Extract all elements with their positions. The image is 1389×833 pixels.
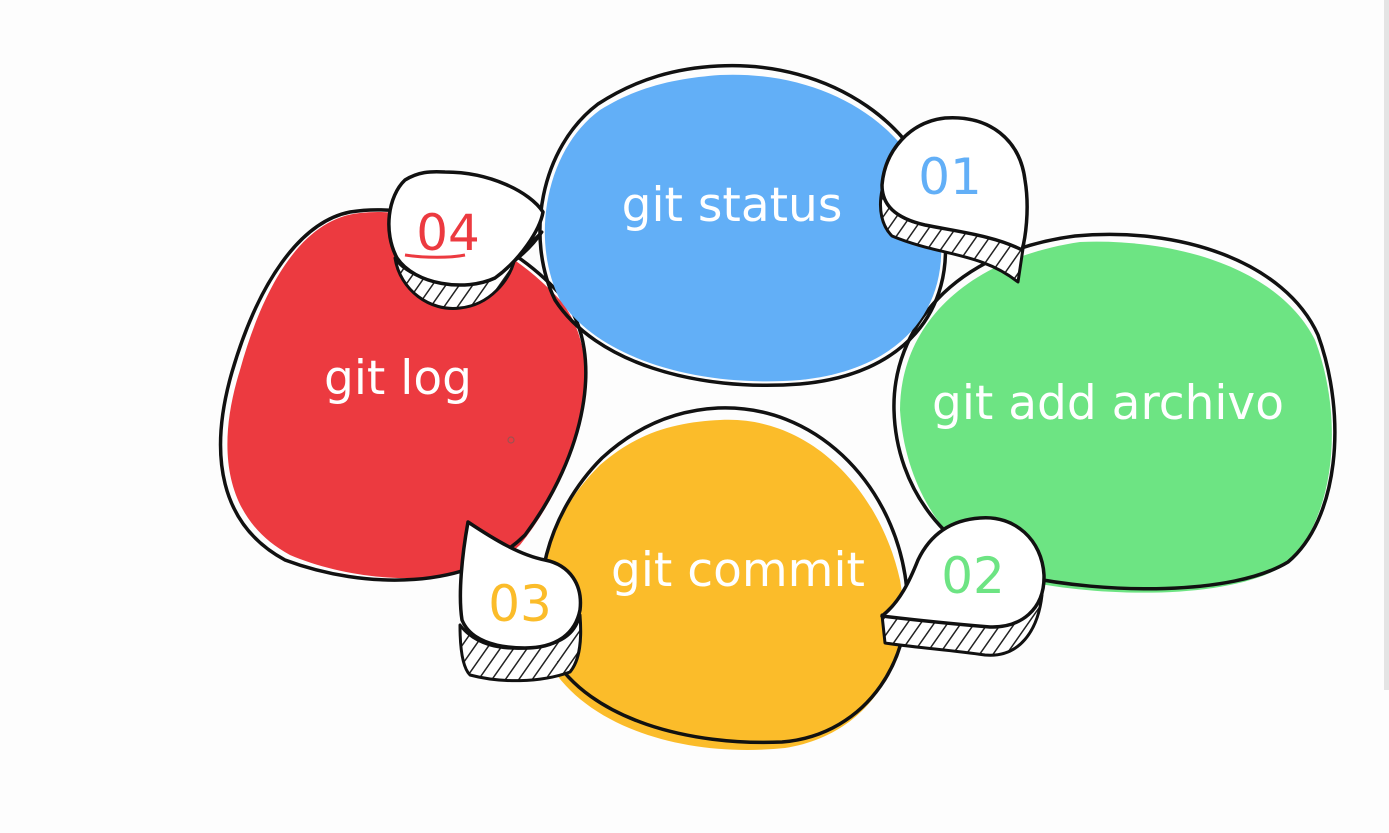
label-git-commit: git commit [611,543,865,598]
scrollbar-edge [1384,0,1389,690]
badge-03: 03 [458,520,583,683]
badge-04: 04 [387,169,545,310]
badge-03-number: 03 [488,575,552,633]
badge-03-top [458,520,583,650]
badge-02-top [880,516,1046,629]
badge-01-number: 01 [918,148,982,206]
blob-git-commit: git commit [537,406,909,750]
label-git-log: git log [324,351,472,406]
badge-02: 02 [880,516,1046,657]
blob-outline-git-add [892,232,1337,591]
cursor-marker [507,436,515,444]
badge-01-top [880,116,1029,252]
label-git-add: git add archivo [932,376,1284,431]
blob-outline-git-commit [539,406,909,745]
blob-fill-git-commit [537,419,903,750]
badge-04-number: 04 [416,204,480,262]
badge-01: 01 [878,116,1029,284]
badge-04-underline [404,253,466,259]
badge-02-number: 02 [941,547,1005,605]
blob-fill-git-log [227,211,586,579]
blob-fill-git-status [544,74,942,382]
blob-fill-git-add [900,241,1332,593]
blob-git-add: git add archivo [892,232,1337,593]
label-git-status: git status [622,178,843,233]
